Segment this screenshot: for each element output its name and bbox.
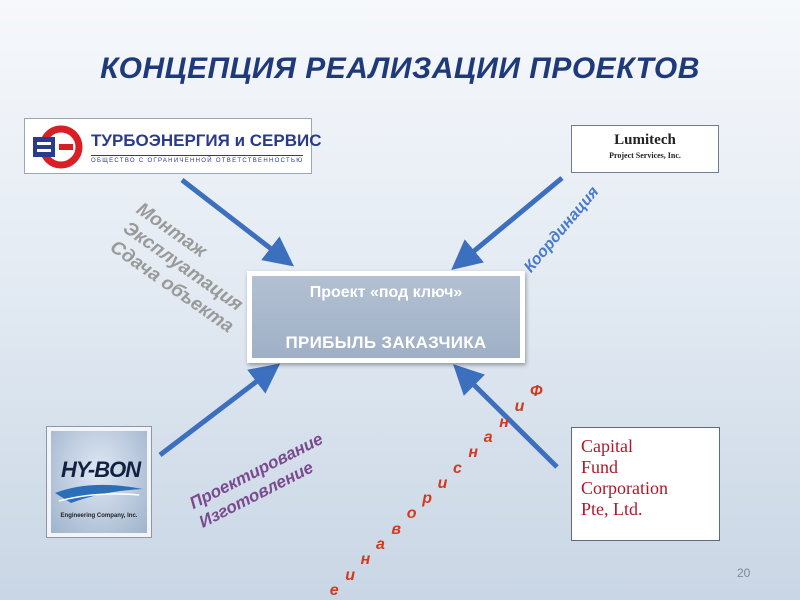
financing-letter: Ф (530, 383, 543, 400)
arrow-from-lumitech (451, 176, 564, 270)
turnkey-project-label: Проект «под ключ» (309, 284, 463, 301)
turboenergy-name: ТУРБОЭНЕРГИЯ и СЕРВИС (91, 131, 322, 150)
financing-letter: и (514, 398, 525, 416)
arrow-from-capital (453, 364, 559, 469)
financing-letter: р (422, 490, 432, 508)
financing-letter: о (406, 505, 417, 523)
customer-profit-label: ПРИБЫЛЬ ЗАКАЗЧИКА (285, 333, 487, 352)
financing-letter: в (391, 520, 402, 538)
capital-line: Pte, Ltd. (581, 499, 643, 519)
turboenergy-mark-icon (33, 125, 83, 169)
hybon-logo: HY-BON Engineering Company, Inc. (46, 426, 152, 538)
financing-letter: е (329, 581, 339, 599)
capital-line: Capital (581, 436, 633, 456)
slide-title: КОНЦЕПЦИЯ РЕАЛИЗАЦИИ ПРОЕКТОВ (100, 52, 700, 85)
arrow-from-hybon (158, 363, 281, 457)
turnkey-project-box: Проект «под ключ» ПРИБЫЛЬ ЗАКАЗЧИКА (247, 271, 525, 363)
financing-letter: н (468, 444, 479, 462)
hybon-name: HY-BON (61, 457, 141, 482)
financing-letter: и (345, 566, 355, 584)
financing-letter: с (453, 459, 462, 477)
hybon-swoosh-icon (55, 484, 143, 503)
financing-letter: а (483, 428, 493, 446)
capital-line: Corporation (581, 478, 668, 498)
financing-letter: н (499, 413, 509, 431)
capital-line: Fund (581, 457, 619, 477)
capital-fund-logo: Capital Fund Corporation Pte, Ltd. (571, 427, 720, 541)
hybon-subtitle: Engineering Company, Inc. (60, 513, 138, 519)
financing-letter: а (376, 536, 385, 553)
lumitech-logo: Lumitech Project Services, Inc. (571, 125, 719, 173)
turboenergy-logo: ТУРБОЭНЕРГИЯ и СЕРВИС ОБЩЕСТВО С ОГРАНИЧ… (24, 118, 322, 174)
financing-letter: н (360, 551, 371, 569)
page-number: 20 (737, 566, 751, 580)
turboenergy-subtitle: ОБЩЕСТВО С ОГРАНИЧЕННОЙ ОТВЕТСТВЕННОСТЬЮ (91, 155, 303, 164)
financing-letter: и (437, 474, 448, 492)
arrow-from-turboenergy (180, 178, 295, 267)
lumitech-subtitle: Project Services, Inc. (609, 151, 681, 160)
lumitech-name: Lumitech (614, 132, 676, 148)
